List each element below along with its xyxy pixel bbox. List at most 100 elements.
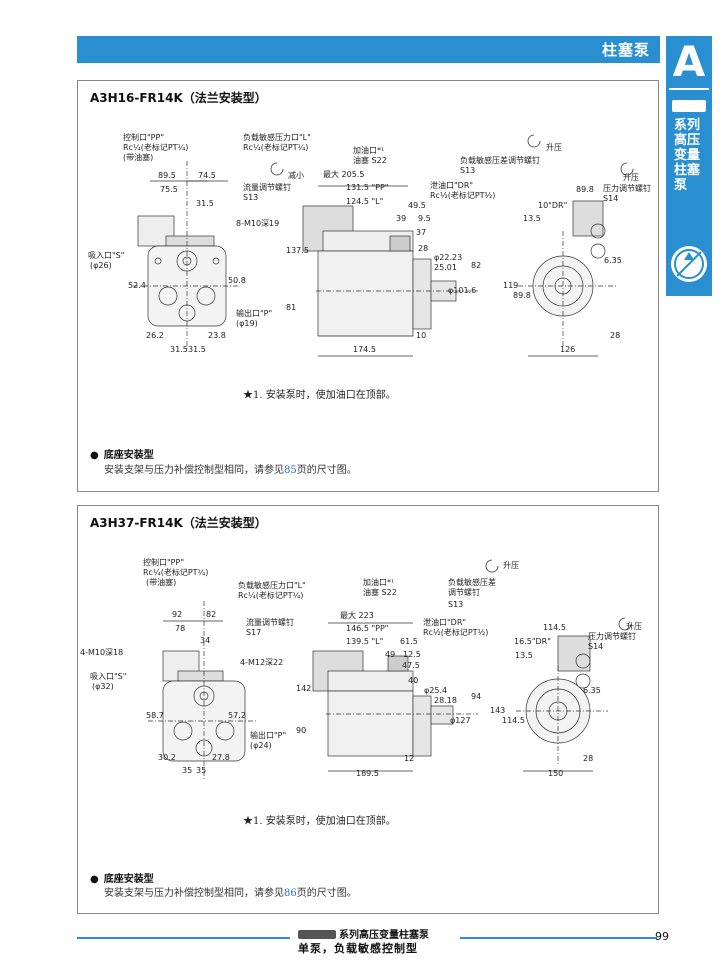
dim-3: 75.5 <box>160 185 178 194</box>
label-fill: 加油口*¹ <box>363 578 395 587</box>
dim-16: 82 <box>471 261 482 270</box>
dim-13: 9.5 <box>418 214 431 223</box>
label-pp-note: (带油塞) <box>123 153 154 162</box>
label-up2: 升压 <box>623 173 639 182</box>
dim-15: 28 <box>418 244 429 253</box>
label-press-s: S14 <box>603 194 619 203</box>
dim-pp-len: 131.5 "PP" <box>346 183 389 192</box>
footer-subtitle: 单泵，负载敏感控制型 <box>298 942 418 955</box>
section-side-tab: A 系列 高压变量柱塞泵 <box>666 36 712 296</box>
label-pp-note: (带油塞) <box>146 578 177 587</box>
dim-5: 58.7 <box>146 711 164 720</box>
section-a3h16: A3H16-FR14K（法兰安装型） <box>77 80 659 492</box>
dim-shaft1: φ22.23 <box>434 253 463 262</box>
base-mount-text-b: 页的尺寸图。 <box>296 465 357 476</box>
label-ls-s: S13 <box>460 166 476 175</box>
label-drain: 泄油口"DR" <box>430 181 474 190</box>
dim-r4: 114.5 <box>502 716 525 725</box>
install-note: ★1. 安装泵时，使加油口在顶部。 <box>243 390 396 401</box>
dim-2: 74.5 <box>198 171 216 180</box>
dim-15: 40 <box>408 676 419 685</box>
label-bolt: 8-M10深19 <box>236 219 280 228</box>
side-tab-text: 系列 高压变量柱塞泵 <box>674 118 704 193</box>
side-tab-desc: 高压变量柱塞泵 <box>674 133 701 193</box>
label-l-port: 负载敏感压力口"L" <box>243 133 311 142</box>
dim-14: 37 <box>416 228 427 237</box>
label-outlet-d: (φ24) <box>250 741 272 750</box>
label-press-s: S14 <box>588 642 604 651</box>
label-suction: 吸入口"S" <box>90 672 127 681</box>
label-drain-thread: Rc½(老标记PT½) <box>430 191 496 200</box>
label-dr-dim: 16.5"DR" <box>514 637 551 646</box>
dim-max: 最大 223 <box>340 611 374 620</box>
dim-9: 35 <box>182 766 193 775</box>
label-up1: 升压 <box>546 143 562 152</box>
dim-len: 189.5 <box>356 769 379 778</box>
dim-10: 31.5 <box>188 345 206 354</box>
label-drain: 泄油口"DR" <box>423 618 467 627</box>
dim-12: 49 <box>385 650 396 659</box>
base-mount-title: 底座安装型 <box>90 870 154 885</box>
label-reduce: 减小 <box>288 171 304 180</box>
label-flow-screw: 流量调节螺钉 <box>246 618 294 627</box>
dim-1: 89.5 <box>158 171 176 180</box>
base-mount-text-a: 安装支架与压力补偿控制型相同，请参见 <box>104 888 284 899</box>
dim-pp-len: 146.5 "PP" <box>346 624 389 633</box>
base-mount-page-link[interactable]: 86 <box>284 888 297 899</box>
dim-r3: 143 <box>490 706 506 715</box>
label-flow-s: S13 <box>243 193 259 202</box>
dim-11: 49.5 <box>408 201 426 210</box>
dim-r6: 28 <box>610 331 621 340</box>
dim-16: 94 <box>471 692 482 701</box>
base-mount-page-link[interactable]: 85 <box>284 465 297 476</box>
dim-6: 50.8 <box>228 276 246 285</box>
dim-h2: 90 <box>296 726 307 735</box>
a3h-logo-icon <box>672 100 706 112</box>
label-dr-dim: 10"DR" <box>538 201 568 210</box>
dim-shaft1: φ25.4 <box>424 686 448 695</box>
a3h-logo-icon <box>298 930 336 939</box>
label-press-screw: 压力调节螺钉 <box>588 632 636 641</box>
dim-h2: 81 <box>286 303 297 312</box>
base-mount-text-b: 页的尺寸图。 <box>296 888 357 899</box>
pump-symbol-icon <box>671 246 707 282</box>
side-tab-letter: A <box>672 37 706 86</box>
base-mount-title: 底座安装型 <box>90 446 154 461</box>
label-suction: 吸入口"S" <box>88 251 125 260</box>
dim-shaft2: 25.01 <box>434 263 457 272</box>
footer-line1: 系列高压变量柱塞泵 <box>339 930 429 941</box>
label-ls-s: S13 <box>448 600 464 609</box>
dim-r6: 28 <box>583 754 594 763</box>
label-plug: 油塞 S22 <box>363 588 397 597</box>
install-note: ★1. 安装泵时，使加油口在顶部。 <box>243 816 396 827</box>
dim-7: 26.2 <box>146 331 164 340</box>
dim-r4: 89.8 <box>513 291 531 300</box>
label-ls-screw1: 负载敏感压差 <box>448 578 496 587</box>
label-suction-d: (φ32) <box>92 682 114 691</box>
dim-2: 82 <box>206 610 217 619</box>
label-pp-thread: Rc¼(老标记PT¼) <box>123 143 189 152</box>
dim-11: 61.5 <box>400 637 418 646</box>
label-l-port: 负载敏感压力口"L" <box>238 581 306 590</box>
label-l-thread: Rc¼(老标记PT¼) <box>238 591 304 600</box>
dim-r3: 119 <box>503 281 519 290</box>
label-outlet: 输出口"P" <box>250 731 287 740</box>
label-plug: 油塞 S22 <box>353 156 387 165</box>
dim-8: 23.8 <box>208 331 226 340</box>
dim-r2: 13.5 <box>515 651 533 660</box>
model-title: A3H37-FR14K（法兰安装型） <box>90 516 267 530</box>
label-drain-thread: Rc½(老标记PT½) <box>423 628 489 637</box>
dim-h1: 137.5 <box>286 246 309 255</box>
label-fill: 加油口*¹ <box>353 146 385 155</box>
base-mount-text: 安装支架与压力补偿控制型相同，请参见86页的尺寸图。 <box>104 884 357 899</box>
label-up2: 升压 <box>626 622 642 631</box>
dim-l-len: 139.5 "L" <box>346 637 384 646</box>
base-mount-text: 安装支架与压力补偿控制型相同，请参见85页的尺寸图。 <box>104 461 357 476</box>
label-flow-s: S17 <box>246 628 262 637</box>
dim-flange: φ127 <box>450 716 471 725</box>
dim-l-len: 124.5 "L" <box>346 197 384 206</box>
dim-len: 174.5 <box>353 345 376 354</box>
label-suction-d: (φ26) <box>90 261 112 270</box>
base-mount-text-a: 安装支架与压力补偿控制型相同，请参见 <box>104 465 284 476</box>
label-outlet-d: (φ19) <box>236 319 258 328</box>
